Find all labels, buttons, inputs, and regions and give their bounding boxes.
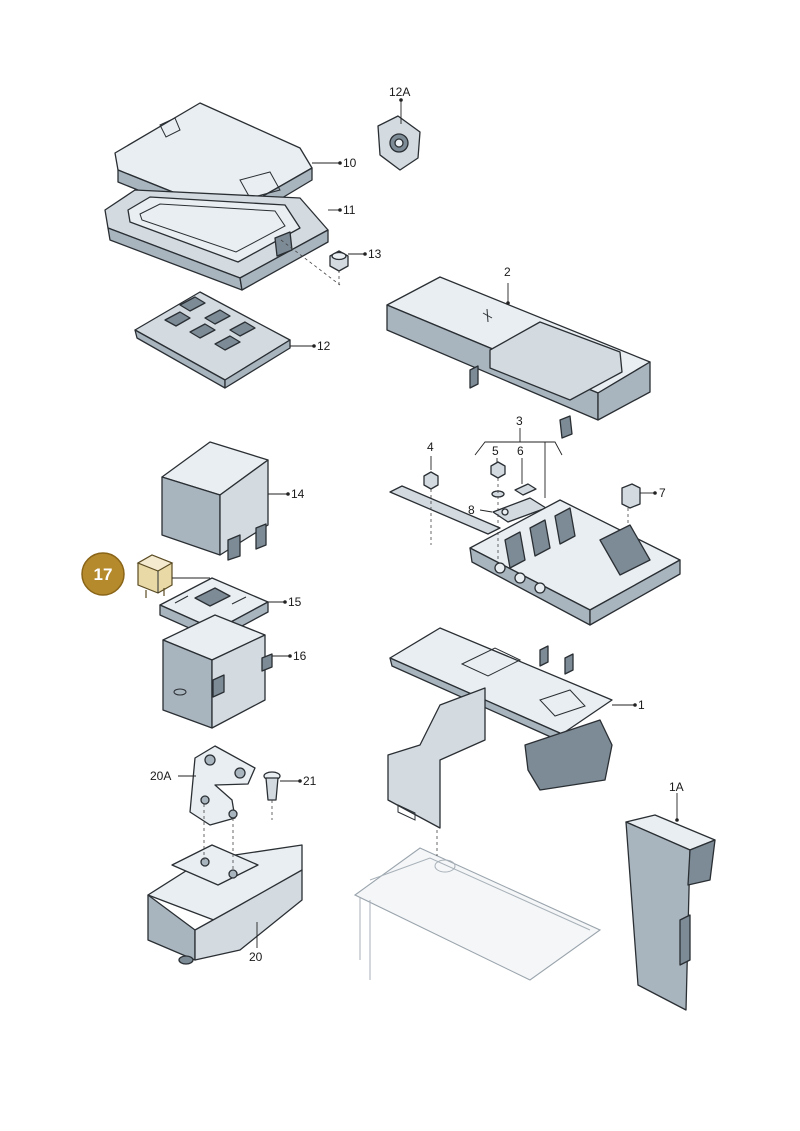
callout-6[interactable]: 6: [517, 444, 524, 458]
part-13-nut[interactable]: [329, 250, 349, 272]
callout-3[interactable]: 3: [516, 414, 523, 428]
part-17-relay[interactable]: [136, 554, 174, 598]
callout-15[interactable]: 15: [288, 595, 302, 609]
highlight-badge-17[interactable]: 17: [81, 552, 125, 596]
callout-2[interactable]: 2: [504, 265, 511, 279]
part-11-frame[interactable]: [104, 189, 329, 291]
part-1-bracket[interactable]: [387, 627, 613, 829]
callout-1[interactable]: 1: [638, 698, 645, 712]
callout-11[interactable]: 11: [343, 203, 356, 217]
part-1A-trim[interactable]: [625, 814, 716, 1011]
part-6-clip[interactable]: [514, 483, 537, 496]
callout-21[interactable]: 21: [303, 774, 317, 788]
callout-12A[interactable]: 12A: [389, 85, 410, 99]
part-21-screw[interactable]: [263, 771, 281, 801]
part-20A-plate[interactable]: [189, 745, 256, 826]
callout-12[interactable]: 12: [317, 339, 331, 353]
part-7-fuse[interactable]: [621, 483, 641, 530]
part-2-cover[interactable]: [386, 276, 651, 439]
callout-20A[interactable]: 20A: [150, 769, 171, 783]
callout-8[interactable]: 8: [468, 503, 475, 517]
battery-outline: [353, 847, 602, 981]
callout-14[interactable]: 14: [291, 487, 305, 501]
callout-20[interactable]: 20: [249, 950, 263, 964]
callout-7[interactable]: 7: [659, 486, 666, 500]
part-16-housing-base[interactable]: [162, 614, 273, 729]
part-12A-connector[interactable]: [377, 115, 421, 171]
part-12-carrier[interactable]: [134, 291, 291, 389]
callout-16[interactable]: 16: [293, 649, 307, 663]
badge-label: 17: [94, 565, 113, 584]
part-14-housing[interactable]: [161, 441, 269, 561]
part-4-nut[interactable]: [423, 471, 439, 490]
callout-10[interactable]: 10: [343, 156, 357, 170]
callout-4[interactable]: 4: [427, 440, 434, 454]
callout-13[interactable]: 13: [368, 247, 382, 261]
part-3-fuse-carrier[interactable]: [389, 485, 681, 626]
part-20-control-unit[interactable]: [147, 844, 303, 965]
callout-labels: 12A 10 11 13 12 2 3 4 5 6 7 8 14 15 16 1…: [150, 85, 684, 964]
callout-1A[interactable]: 1A: [669, 780, 684, 794]
leader-lines: [172, 98, 679, 948]
callout-5[interactable]: 5: [492, 444, 499, 458]
